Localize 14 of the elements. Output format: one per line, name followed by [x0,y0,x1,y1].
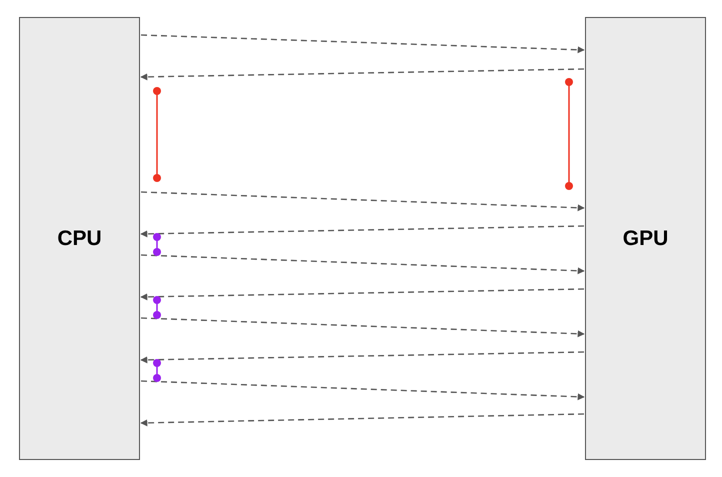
processor-box [19,17,140,460]
arrow [140,225,584,238]
arrow [140,413,584,426]
arrow [140,254,585,274]
arrow [140,317,585,338]
arrow [140,288,584,300]
arrow [140,191,585,212]
arrow [140,68,584,80]
node-label: GPU [622,226,668,250]
node-label: CPU [57,226,102,250]
processor-box [585,17,706,460]
arrow [140,380,585,400]
arrow [140,351,584,364]
arrow [140,34,585,54]
